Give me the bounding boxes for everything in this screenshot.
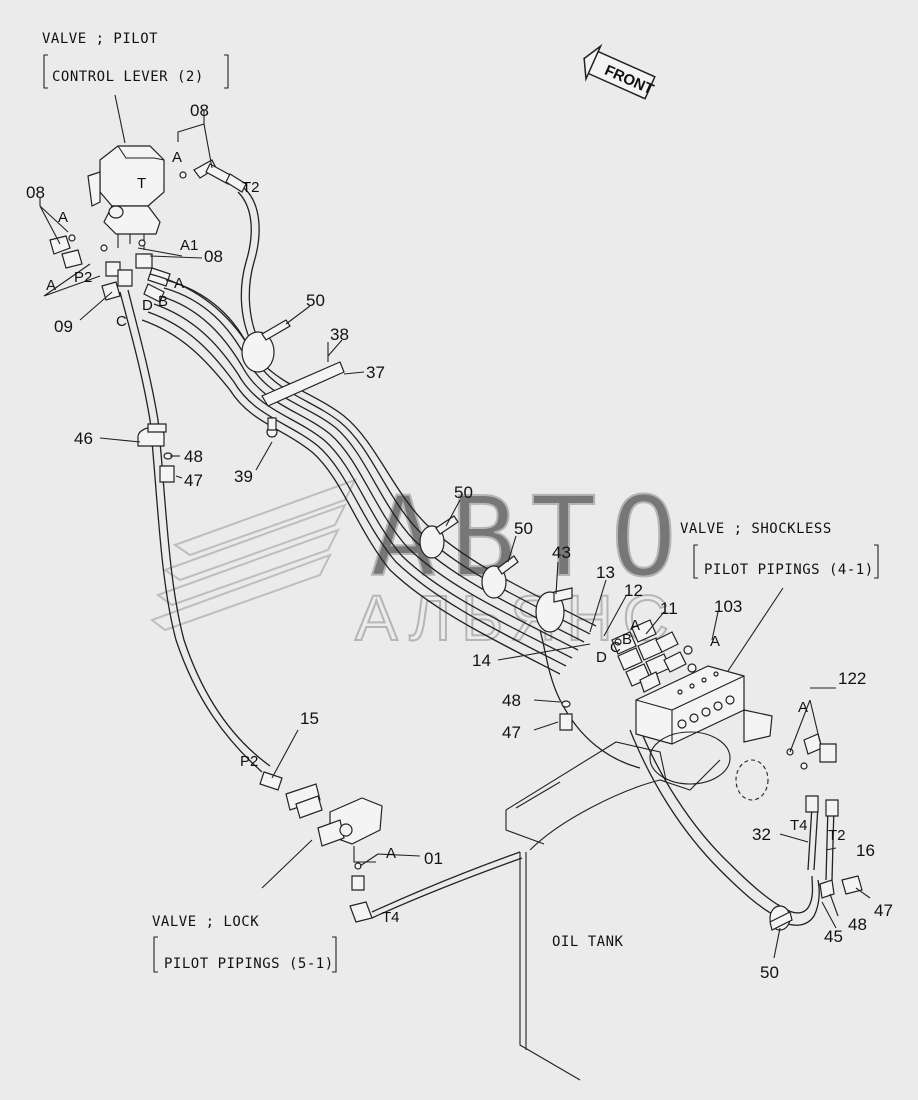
- part-11: 11: [660, 599, 678, 618]
- pilot-valve-subtitle: CONTROL LEVER (2): [52, 69, 204, 85]
- part-47-a: 47: [184, 471, 203, 490]
- port-a-122: A: [798, 699, 808, 716]
- part-14: 14: [472, 651, 491, 670]
- part-50-a: 50: [306, 291, 325, 310]
- part-08-top: 08: [190, 101, 209, 120]
- callout-pilot-valve: VALVE ; PILOT CONTROL LEVER (2): [42, 31, 229, 144]
- pilot-valve-title: VALVE ; PILOT: [42, 31, 158, 47]
- part-numbers: 08 08 08 09 50 38 37 39 46 48 47 50 50 4…: [26, 101, 893, 982]
- port-t4-right: T4: [790, 817, 808, 834]
- part-37: 37: [366, 363, 385, 382]
- part-48-b: 48: [502, 691, 521, 710]
- part-12: 12: [624, 581, 643, 600]
- fittings-122: [786, 733, 863, 899]
- port-p2-left: P2: [74, 269, 92, 286]
- part-01: 01: [424, 849, 443, 868]
- part-15: 15: [300, 709, 319, 728]
- port-a-left: A: [58, 209, 68, 226]
- fitting-08-top: [179, 159, 247, 193]
- front-arrow: FRONT: [583, 43, 656, 100]
- part-46: 46: [74, 429, 93, 448]
- shockless-valve-subtitle: PILOT PIPINGS (4-1): [704, 562, 874, 578]
- hose-bundle: [119, 187, 835, 926]
- port-a-lock: A: [386, 845, 396, 862]
- clamp-43: [535, 587, 573, 731]
- pilot-valve-body: T: [87, 145, 165, 250]
- port-c-mid: C: [610, 639, 621, 656]
- part-08-right: 08: [204, 247, 223, 266]
- part-47-b: 47: [502, 723, 521, 742]
- port-b-hose: B: [158, 293, 168, 310]
- fittings-11-12-13: [611, 619, 697, 693]
- port-c-hose: C: [116, 313, 127, 330]
- port-d-hose: D: [142, 297, 153, 314]
- leader-lines: [39, 110, 871, 959]
- oil-tank: [505, 731, 769, 1081]
- part-13: 13: [596, 563, 615, 582]
- clamp-50-d: [769, 905, 793, 931]
- part-08-left: 08: [26, 183, 45, 202]
- part-39: 39: [234, 467, 253, 486]
- port-a-left2: A: [46, 277, 56, 294]
- bracket-38-37: [261, 342, 345, 438]
- lock-valve-body: [259, 771, 383, 923]
- shockless-valve-block: [635, 665, 773, 745]
- lock-valve-subtitle: PILOT PIPINGS (5-1): [164, 956, 334, 972]
- part-50-b: 50: [454, 483, 473, 502]
- port-p2-low: P2: [240, 753, 258, 770]
- port-letters: A T2 A A1 A P2 A B D C A B C D A P2 A T4…: [46, 149, 846, 926]
- part-103: 103: [714, 597, 742, 616]
- port-b-mid: B: [622, 631, 632, 648]
- part-43: 43: [552, 543, 571, 562]
- callout-lock-valve: VALVE ; LOCK PILOT PIPINGS (5-1): [152, 839, 337, 973]
- fitting-08-left: [49, 234, 108, 269]
- part-16: 16: [856, 841, 875, 860]
- port-t-valve: T: [137, 175, 146, 192]
- port-t4-lock: T4: [382, 909, 400, 926]
- port-d-mid: D: [596, 649, 607, 666]
- port-a-103: A: [710, 633, 720, 650]
- oil-tank-label: OIL TANK: [552, 934, 624, 950]
- part-50-c: 50: [514, 519, 533, 538]
- port-a-hose: A: [174, 275, 184, 292]
- shockless-valve-title: VALVE ; SHOCKLESS: [680, 521, 832, 537]
- part-32: 32: [752, 825, 771, 844]
- part-122: 122: [838, 669, 866, 688]
- part-47-c: 47: [874, 901, 893, 920]
- port-a-mid: A: [630, 617, 640, 634]
- callout-shockless-valve: VALVE ; SHOCKLESS PILOT PIPINGS (4-1): [680, 521, 879, 681]
- clamp-50-a: [241, 319, 291, 373]
- fitting-08-right: [101, 239, 171, 303]
- part-48-a: 48: [184, 447, 203, 466]
- part-09: 09: [54, 317, 73, 336]
- port-t2-right: T2: [828, 827, 846, 844]
- lock-valve-title: VALVE ; LOCK: [152, 914, 259, 930]
- watermark-logo: [149, 478, 358, 632]
- clamp-46: [137, 423, 175, 483]
- port-a1: A1: [180, 237, 198, 254]
- part-50-d: 50: [760, 963, 779, 982]
- part-48-c: 48: [848, 915, 867, 934]
- port-t2-top: T2: [242, 179, 260, 196]
- part-38: 38: [330, 325, 349, 344]
- port-a-top: A: [172, 149, 182, 166]
- part-45: 45: [824, 927, 843, 946]
